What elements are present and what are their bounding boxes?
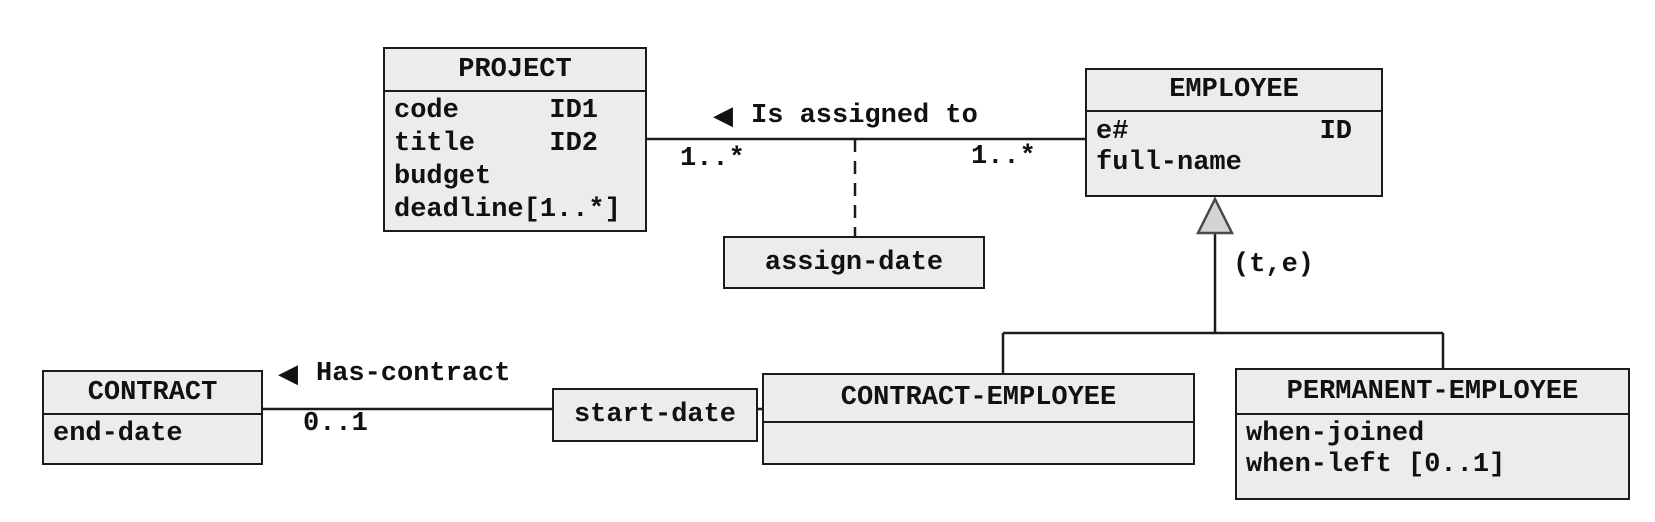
- entity-permanent-employee-name: PERMANENT-EMPLOYEE: [1237, 370, 1628, 415]
- assign-date-attribute-box: assign-date: [723, 236, 985, 289]
- id-tag: ID: [1319, 117, 1352, 147]
- entity-employee-name: EMPLOYEE: [1087, 70, 1381, 112]
- generalization-constraint-label: (t,e): [1233, 250, 1315, 280]
- attribute-budget: budget: [394, 162, 492, 192]
- entity-project-attributes: code ID1 title ID2 budget deadline[1..*]: [385, 92, 645, 227]
- attribute-when-joined: when-joined: [1246, 419, 1425, 449]
- contract-cardinality: 0..1: [303, 409, 368, 439]
- entity-project-name: PROJECT: [385, 49, 645, 92]
- entity-contract-employee: CONTRACT-EMPLOYEE: [762, 373, 1195, 465]
- left-arrow-icon: ◀: [713, 101, 733, 131]
- entity-contract-employee-name: CONTRACT-EMPLOYEE: [764, 375, 1193, 423]
- attribute-deadline: deadline[1..*]: [394, 195, 621, 225]
- entity-permanent-employee: PERMANENT-EMPLOYEE when-joined when-left…: [1235, 368, 1630, 500]
- attribute-when-left: when-left [0..1]: [1246, 450, 1506, 480]
- attribute-code: code ID1: [394, 96, 598, 126]
- attribute-full-name: full-name: [1096, 148, 1242, 178]
- employee-cardinality: 1..*: [971, 142, 1036, 172]
- id-tag: ID1: [549, 96, 598, 126]
- entity-contract-name: CONTRACT: [44, 372, 261, 415]
- entity-contract-employee-attributes: [764, 423, 1193, 426]
- entity-employee: EMPLOYEE e# ID full-name: [1085, 68, 1383, 197]
- is-assigned-to-label: ◀ Is assigned to: [713, 101, 978, 131]
- isa-triangle-icon: [1195, 196, 1235, 235]
- attribute-title: title ID2: [394, 129, 598, 159]
- has-contract-label: ◀ Has-contract: [278, 359, 511, 389]
- attribute-enumber: e# ID: [1096, 117, 1352, 147]
- start-date-attribute-box: start-date: [552, 388, 758, 442]
- id-tag: ID2: [549, 129, 598, 159]
- entity-project: PROJECT code ID1 title ID2 budget deadli…: [383, 47, 647, 232]
- entity-permanent-employee-attributes: when-joined when-left [0..1]: [1237, 415, 1628, 481]
- attribute-end-date: end-date: [53, 419, 183, 449]
- entity-contract-attributes: end-date: [44, 415, 261, 451]
- project-cardinality: 1..*: [680, 144, 745, 174]
- entity-employee-attributes: e# ID full-name: [1087, 112, 1381, 179]
- entity-contract: CONTRACT end-date: [42, 370, 263, 465]
- left-arrow-icon: ◀: [278, 359, 298, 389]
